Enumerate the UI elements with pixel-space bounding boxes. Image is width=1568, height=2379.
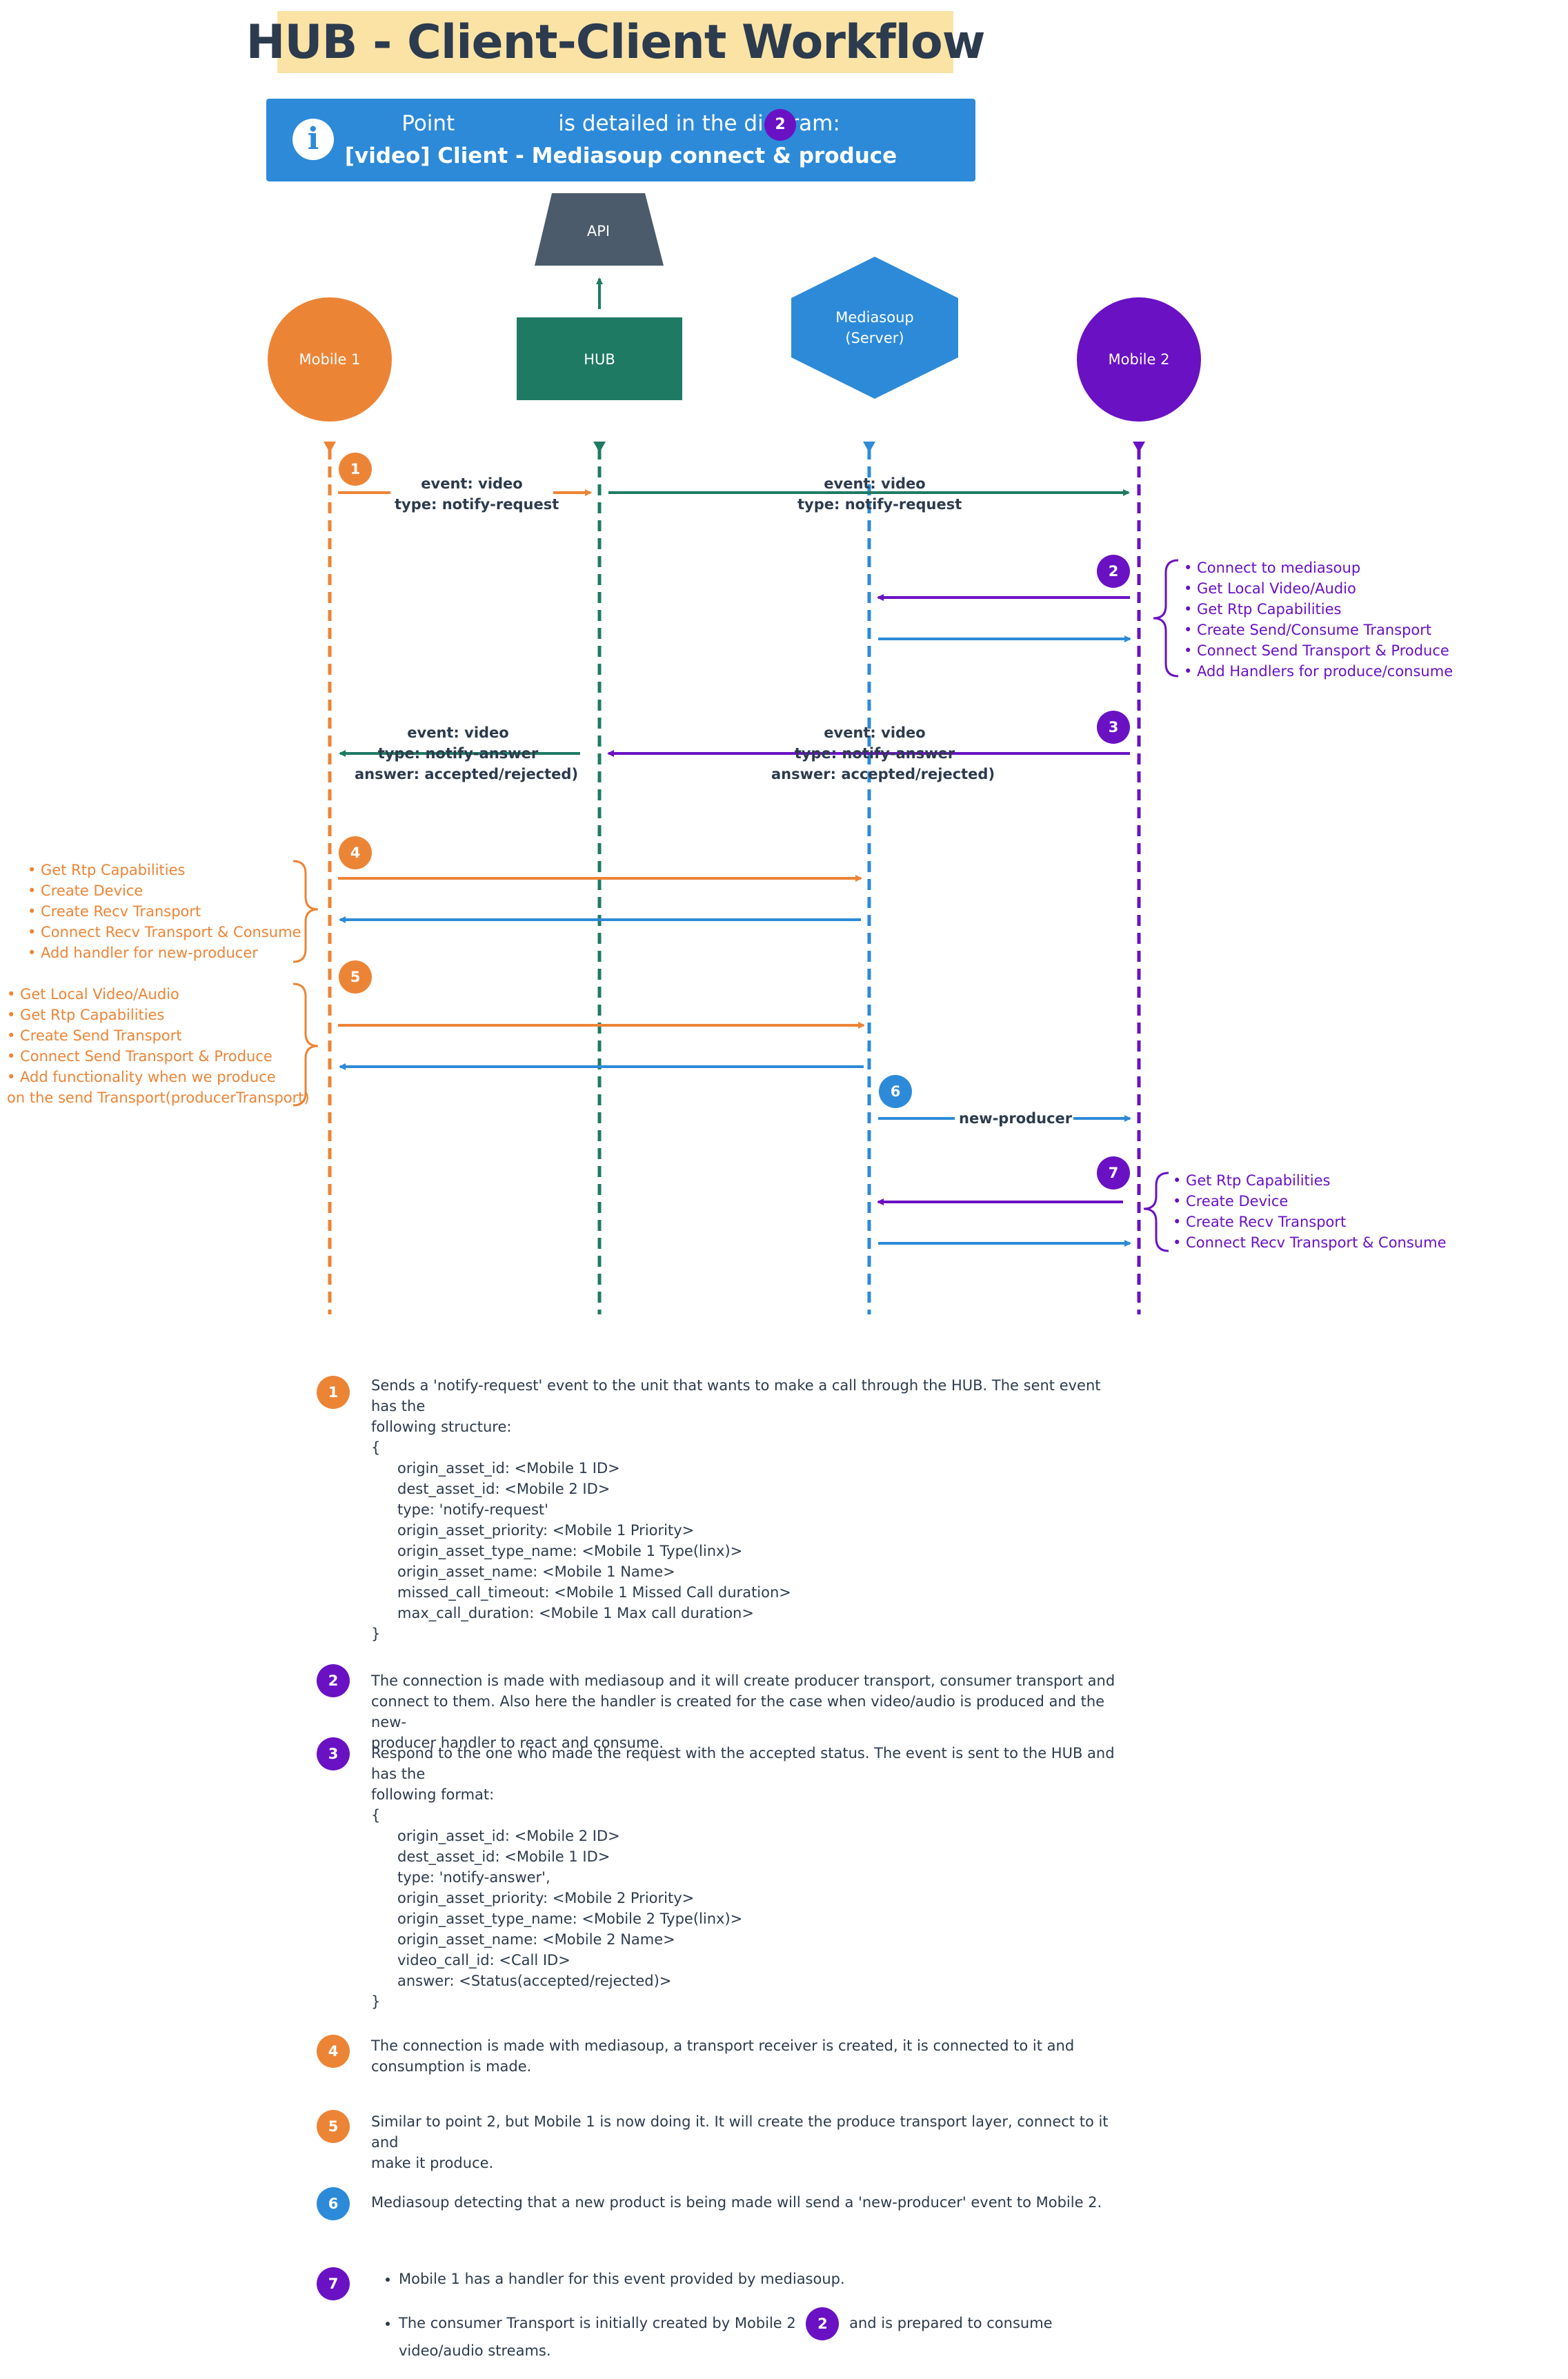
- desc-5-badge: 5: [317, 2110, 350, 2143]
- mobile-1-label: Mobile 1: [299, 351, 361, 368]
- desc-7-inline-badge: 2: [806, 2307, 840, 2340]
- info-icon: i: [292, 119, 334, 160]
- brace-step-5: [292, 983, 319, 1107]
- description-3: Respond to the one who made the request …: [371, 1745, 1115, 2010]
- step-2-badge: 2: [1097, 555, 1130, 588]
- hub-box: [517, 317, 682, 400]
- desc-2-badge: 2: [317, 1664, 350, 1697]
- api-shape: [535, 193, 664, 266]
- step-1-badge: 1: [339, 453, 372, 486]
- desc-7-bullet-2: The consumer Transport is initially crea…: [399, 2307, 1123, 2361]
- page-title: HUB - Client-Client Workflow: [246, 11, 986, 73]
- note-step-4: • Get Rtp Capabilities• Create Device• C…: [28, 862, 301, 961]
- note-step-2: • Connect to mediasoup• Get Local Video/…: [1184, 560, 1453, 680]
- desc-7-bullet-1: Mobile 1 has a handler for this event pr…: [399, 2269, 1123, 2289]
- note-step-5: • Get Local Video/Audio• Get Rtp Capabil…: [7, 986, 310, 1106]
- api-label: API: [586, 222, 611, 239]
- sequence-diagram: [268, 193, 1201, 1314]
- step-3-badge: 3: [1097, 711, 1130, 744]
- mobile-2-circle: [1077, 297, 1201, 422]
- brace-step-4: [292, 860, 319, 963]
- mobile-1-circle: [268, 297, 392, 422]
- description-1: Sends a 'notify-request' event to the un…: [371, 1377, 1101, 1642]
- step-6-badge: 6: [879, 1075, 912, 1108]
- description-5: Similar to point 2, but Mobile 1 is now …: [371, 2113, 1109, 2171]
- desc-4-badge: 4: [317, 2035, 350, 2068]
- hub-label: HUB: [584, 351, 615, 368]
- step-4-badge: 4: [339, 836, 372, 869]
- description-7: Mobile 1 has a handler for this event pr…: [371, 2269, 1123, 2379]
- desc-3-badge: 3: [317, 1737, 350, 1770]
- desc-7-badge: 7: [317, 2267, 350, 2300]
- banner-step-badge: 2: [764, 109, 796, 141]
- banner-line-2: [video] Client - Mediasoup connect & pro…: [344, 144, 897, 168]
- mobile-2-label: Mobile 2: [1108, 351, 1170, 368]
- description-4: The connection is made with mediasoup, a…: [371, 2037, 1075, 2075]
- step-5-badge: 5: [339, 960, 372, 994]
- desc-1-badge: 1: [317, 1376, 350, 1409]
- description-6: Mediasoup detecting that a new product i…: [371, 2194, 1102, 2211]
- mediasoup-hexagon: [791, 257, 958, 399]
- mediasoup-label: Mediasoup (Server): [835, 308, 914, 346]
- desc-6-badge: 6: [317, 2187, 350, 2220]
- message-6-label: new-producer: [955, 1108, 1073, 1129]
- description-2: The connection is made with mediasoup an…: [371, 1672, 1115, 1751]
- step-7-badge: 7: [1097, 1156, 1130, 1190]
- brace-step-7: [1143, 1172, 1169, 1252]
- brace-step-2: [1153, 559, 1179, 678]
- note-step-7: • Get Rtp Capabilities• Create Device• C…: [1173, 1172, 1447, 1251]
